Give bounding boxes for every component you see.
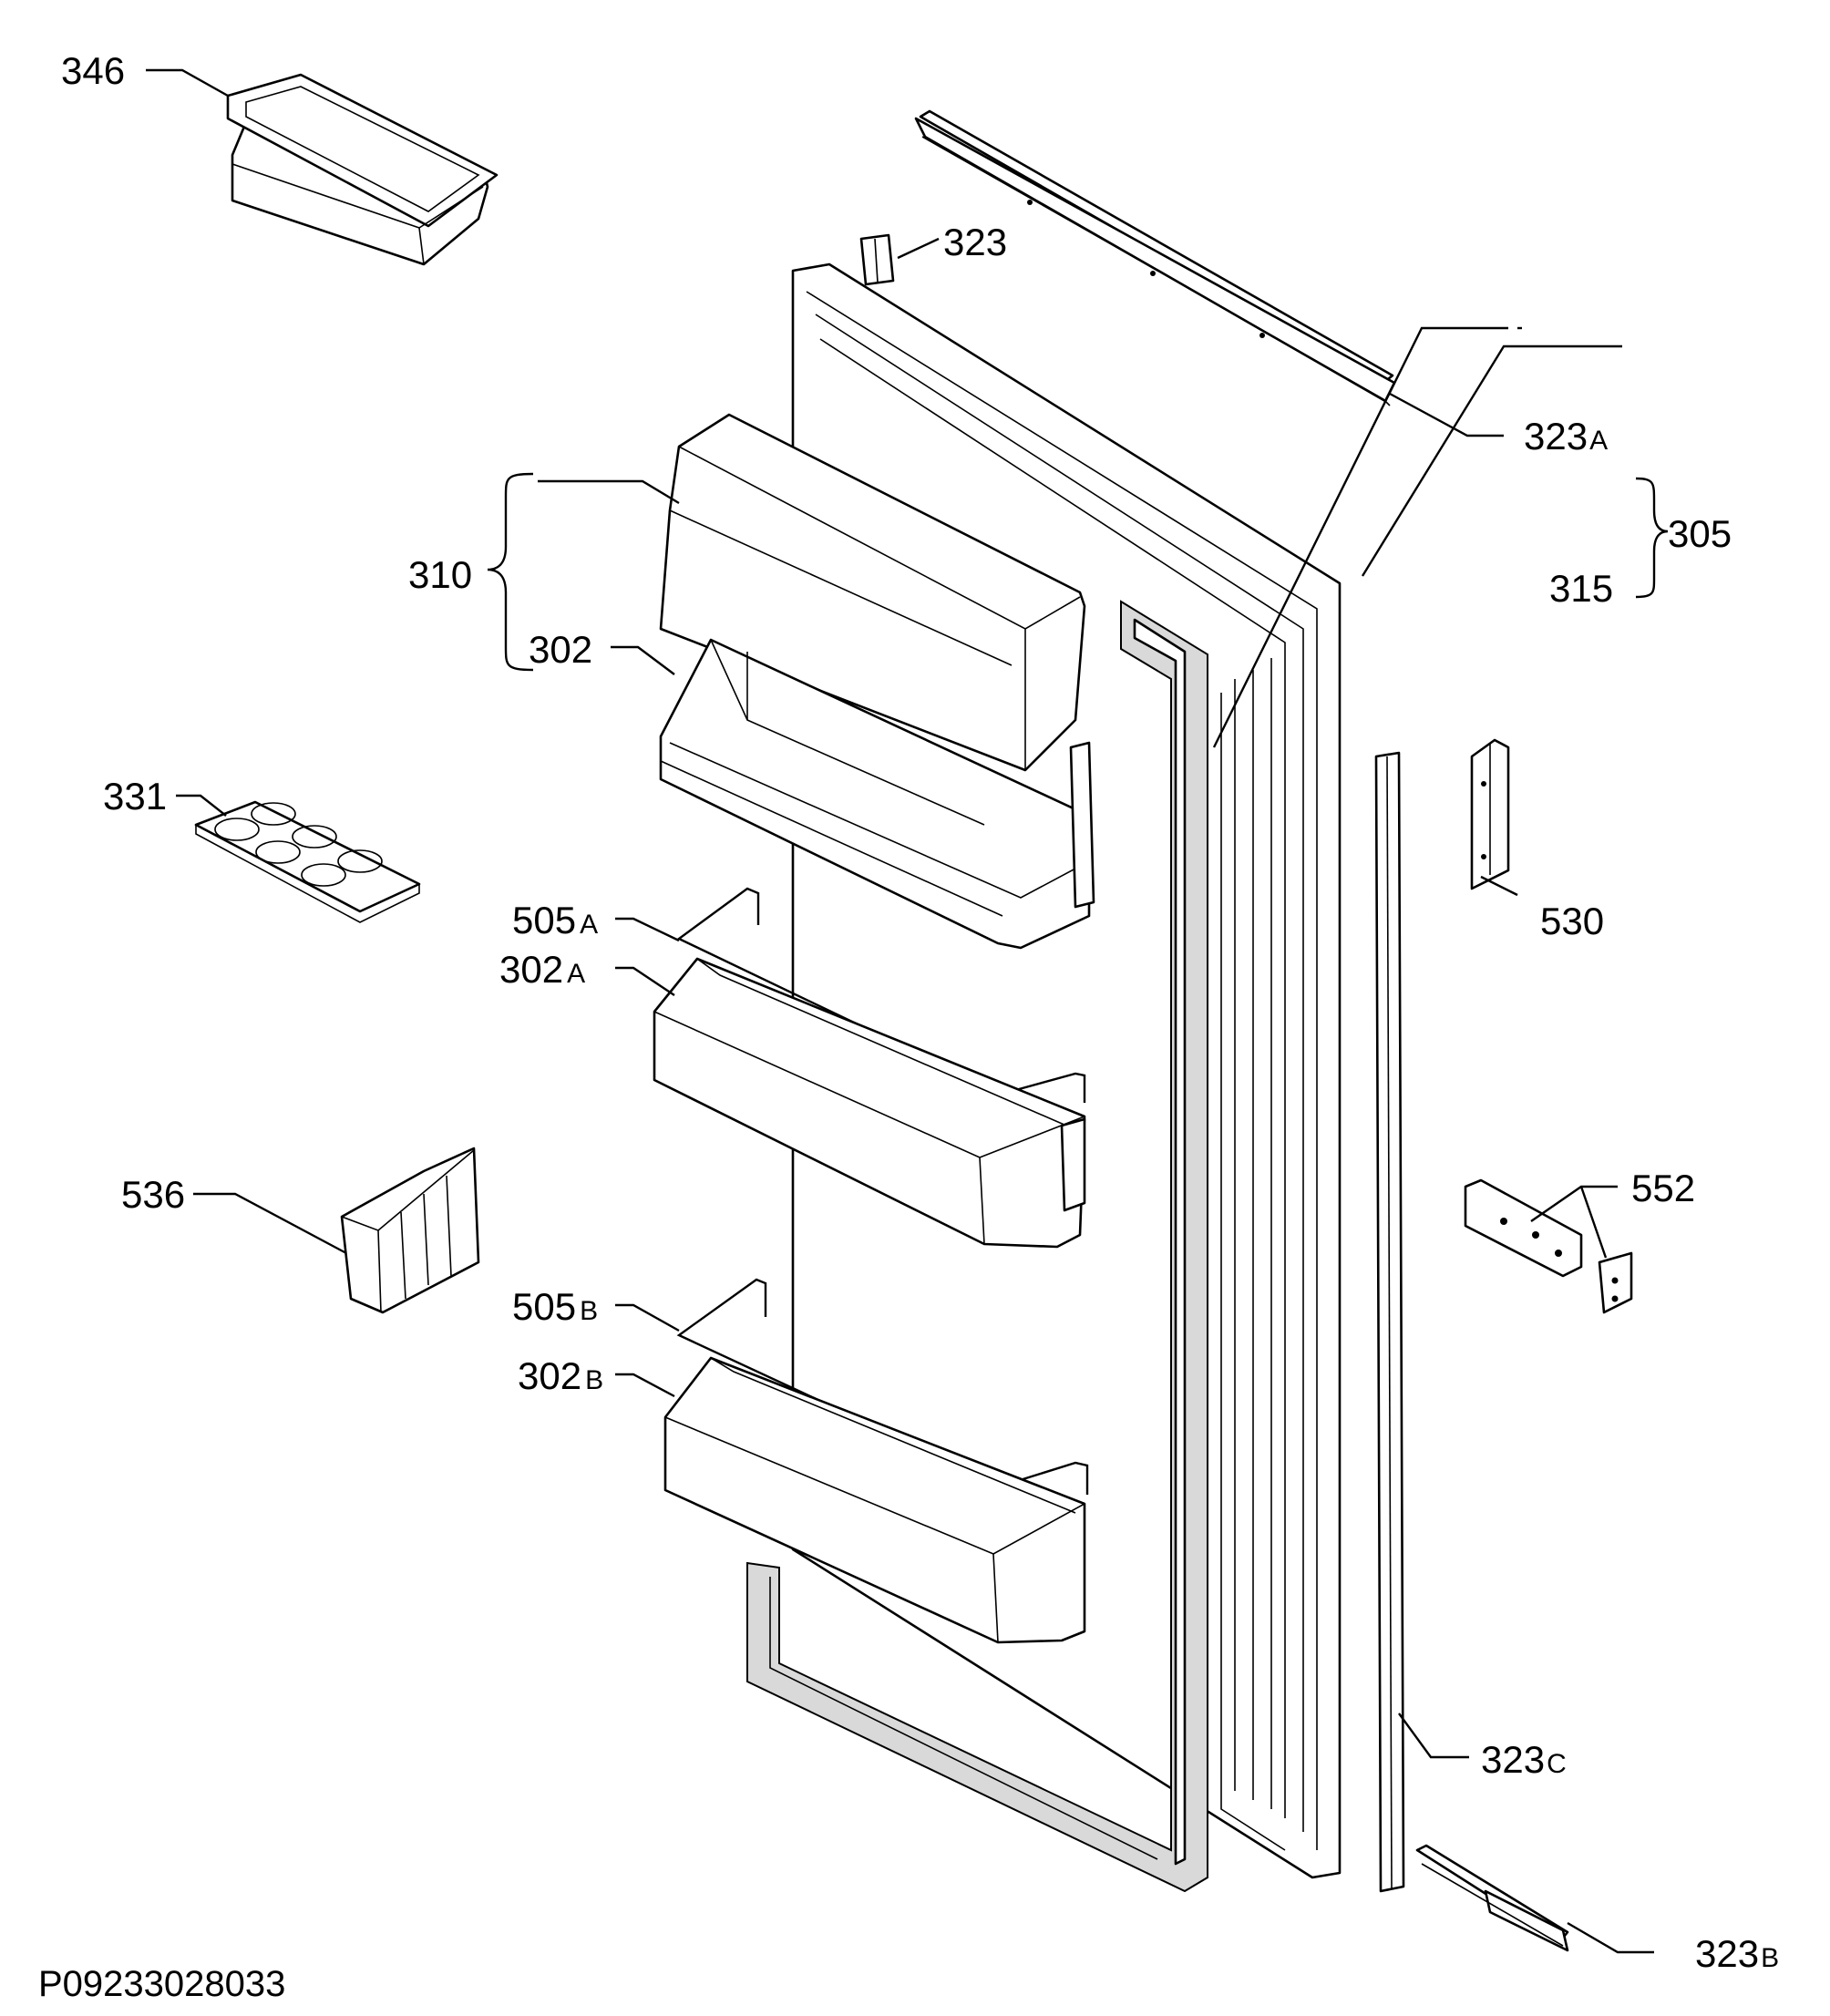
callout-310: 310 (408, 553, 472, 596)
callout-536: 536 (121, 1173, 185, 1216)
egg-tray-331 (194, 800, 421, 923)
dairy-shelf-302 (659, 638, 1095, 950)
leader-lines (146, 68, 1669, 1954)
dairy-cover-310 (659, 413, 1086, 772)
callout-323a: 323A (1524, 415, 1608, 458)
callout-346: 346 (61, 49, 125, 92)
bottle-divider-536 (340, 1147, 480, 1314)
hinge-cover-323 (859, 233, 895, 286)
callout-305: 305 (1668, 512, 1732, 555)
hinge-plate-552 (1464, 1178, 1633, 1314)
bottom-trim-323b (1415, 1844, 1569, 1952)
side-trim-323c (1374, 751, 1405, 1893)
door-shelf-302b (663, 1356, 1086, 1644)
callout-323c: 323C (1481, 1738, 1567, 1781)
top-trim-323a (914, 109, 1396, 406)
hinge-bracket-530 (1470, 738, 1510, 890)
callout-530: 530 (1540, 900, 1604, 942)
drawing-reference-number: P09233028033 (38, 1964, 285, 2004)
door-shelf-302a (653, 957, 1086, 1249)
callout-302: 302 (529, 628, 592, 671)
door-gasket (746, 600, 1208, 1893)
butter-box-346 (226, 73, 499, 266)
callout-331: 331 (103, 775, 167, 818)
callout-552: 552 (1631, 1167, 1695, 1209)
callout-315: 315 (1549, 567, 1613, 610)
callout-323b: 323B (1695, 1932, 1779, 1975)
callout-323: 323 (943, 221, 1007, 263)
callout-labels: 346 323 323A 305 315 310 302 331 530 505… (61, 49, 1779, 1975)
